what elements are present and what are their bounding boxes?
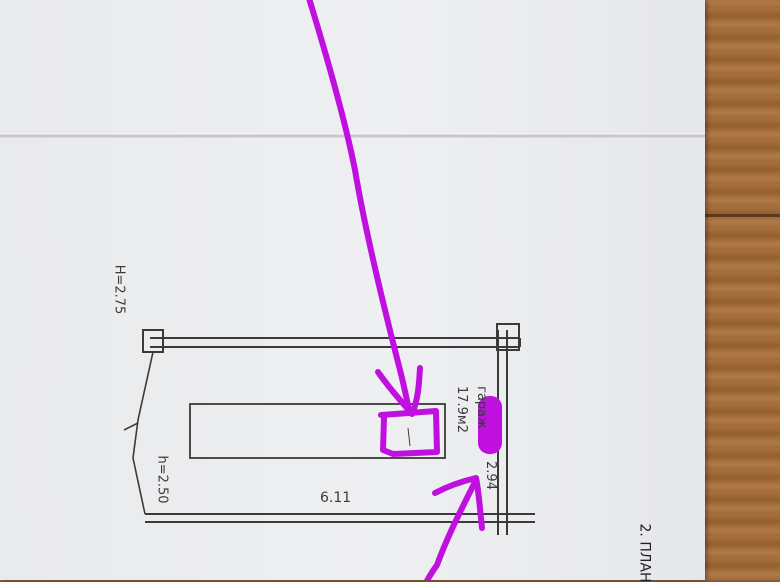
height-label-bottom: h=2.50 — [154, 455, 170, 504]
length-dimension-label: 6.11 — [320, 490, 352, 506]
annotation-square-mark — [378, 408, 440, 457]
room-area-label: 17.9м2 — [454, 385, 470, 434]
annotation-door-highlight — [478, 396, 502, 454]
paper-fold-line — [0, 133, 705, 139]
wooden-table — [700, 0, 780, 580]
height-label-top: H=2.75 — [111, 264, 127, 315]
room-name-label: гараж — [473, 386, 489, 429]
plan-title: 2. ПЛАН — [636, 523, 653, 582]
width-dimension-label: 2.94 — [482, 461, 498, 490]
annotation-short-arrow-line — [424, 477, 479, 580]
annotation-marks — [306, 0, 485, 580]
pit-mark — [407, 427, 411, 447]
annotation-long-arrow-line — [306, 0, 412, 413]
inspection-pit — [189, 403, 446, 459]
wooden-table-seam — [700, 214, 780, 217]
left-wall-slant — [123, 351, 154, 515]
floor-plan-sheet — [0, 0, 705, 580]
